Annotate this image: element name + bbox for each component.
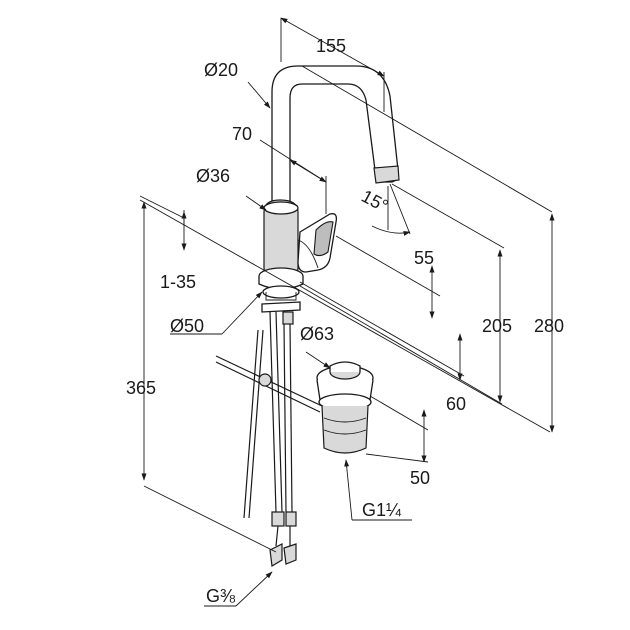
fixing-nut [282, 311, 294, 325]
waste-thread-lines [323, 417, 367, 435]
mount-plate [265, 292, 297, 301]
hose-fitting-right [285, 511, 297, 527]
aerator [373, 165, 400, 184]
leader-d36 [245, 195, 267, 211]
label-d63: Ø63 [300, 324, 334, 344]
hose-left-a [269, 311, 277, 513]
hose-left-b [275, 311, 283, 513]
hose-nut-right [283, 543, 297, 565]
label-55: 55 [414, 248, 434, 268]
pop-up-rod-a [243, 329, 259, 519]
label-waste-50: 50 [410, 468, 430, 488]
hose-right-b [289, 323, 293, 513]
hose-nut-left [269, 543, 283, 567]
label-1-35: 1-35 [160, 272, 196, 292]
lever-joint [297, 239, 319, 269]
ext-205-base [299, 285, 503, 405]
lever-face [313, 221, 334, 257]
label-g114: G1¼ [362, 500, 402, 520]
leader-d50 [221, 291, 263, 335]
label-d20: Ø20 [204, 60, 238, 80]
mount-washer [262, 285, 300, 299]
plug-cap [329, 361, 361, 372]
dim-155 [280, 17, 385, 77]
body-top [263, 201, 299, 215]
supply-hoses [215, 311, 323, 567]
ext-60-base [299, 281, 465, 377]
waste-tail [321, 405, 369, 454]
faucet [258, 65, 400, 325]
leader-d20 [247, 81, 271, 109]
angle-15-ray [389, 183, 411, 235]
spout [271, 65, 399, 209]
clamp-plate [261, 301, 301, 313]
leader-d63 [305, 351, 331, 369]
pop-up-waste [316, 361, 374, 454]
ext-outlet-top [391, 183, 505, 249]
dimension-lines [139, 17, 555, 607]
ext-waste-50 [369, 395, 429, 431]
angle-15-arc [371, 225, 411, 236]
dim-70 [289, 159, 327, 183]
leader-g38 [235, 571, 273, 607]
ext-deck-top [139, 195, 185, 219]
ext-total-base [139, 199, 551, 433]
label-70: 70 [232, 124, 252, 144]
ext-waste-50-bottom [365, 453, 429, 463]
rod-clip [258, 373, 272, 387]
label-d50: Ø50 [170, 316, 204, 336]
ext-365-bottom [143, 485, 277, 553]
label-g38: G⅜ [206, 586, 236, 606]
waste-rod-b [215, 361, 321, 413]
ext-55-top [335, 235, 441, 297]
pop-up-rod-b [248, 329, 264, 519]
label-205: 205 [482, 316, 512, 336]
label-d36: Ø36 [196, 166, 230, 186]
label-60: 60 [446, 394, 466, 414]
label-155: 155 [316, 36, 346, 56]
ext-total-top [301, 65, 553, 213]
hose-end-left [275, 525, 279, 547]
leader-g114 [344, 459, 353, 521]
label-15deg: 15° [358, 186, 391, 216]
dimension-labels: 155 Ø20 70 Ø36 15° 55 1-35 Ø50 Ø63 205 2… [126, 36, 564, 606]
label-365: 365 [126, 378, 156, 398]
label-280: 280 [534, 316, 564, 336]
hose-fitting-left [271, 511, 285, 527]
hose-right-a [283, 323, 287, 513]
